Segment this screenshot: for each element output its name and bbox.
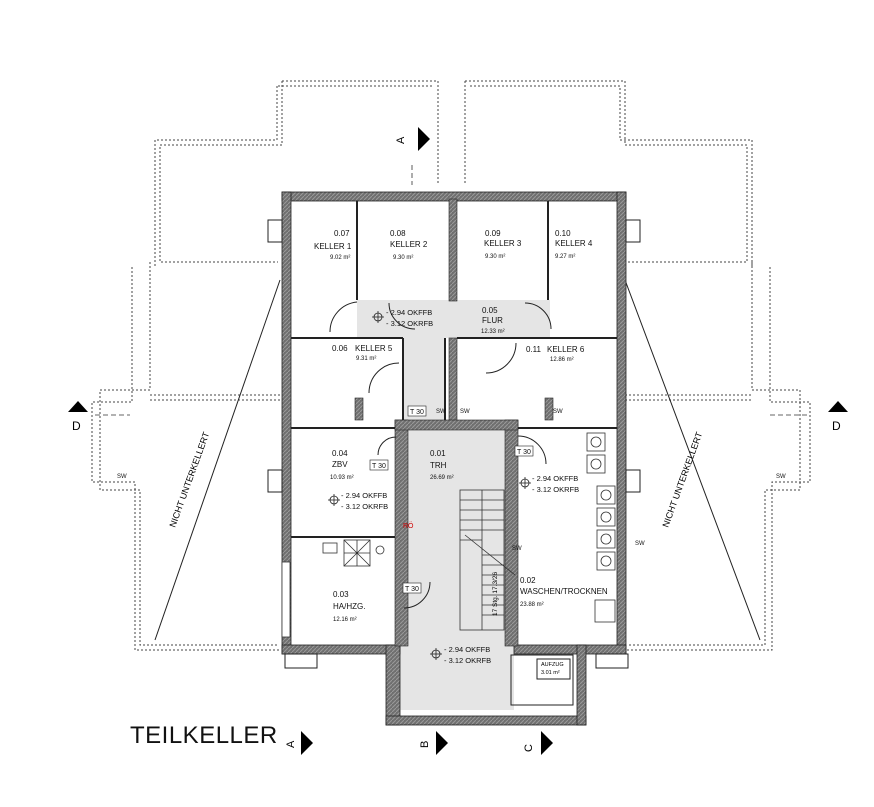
svg-text:HA/HZG.: HA/HZG. [333,602,365,611]
svg-text:0.01: 0.01 [430,449,446,458]
svg-text:SW: SW [635,541,645,547]
svg-text:9.30 m²: 9.30 m² [393,255,413,261]
svg-text:KELLER 6: KELLER 6 [547,345,585,354]
svg-text:T 30: T 30 [372,463,386,470]
svg-text:- 3.12 OKRFB: - 3.12 OKRFB [532,485,579,494]
nicht-unterkellert-right: NICHT UNTERKELLERT [660,430,704,529]
elevator [510,654,574,706]
thin-walls [291,201,617,538]
svg-text:SW: SW [436,409,446,415]
level-texts: - 2.94 OKFFB - 3.12 OKRFB - 2.94 OKFFB - 3… [341,308,579,665]
svg-text:- 2.94 OKFFB: - 2.94 OKFFB [532,474,578,483]
svg-text:KELLER 5: KELLER 5 [355,344,393,353]
svg-text:0.05: 0.05 [482,306,498,315]
section-label-a-bottom: A [285,740,297,748]
svg-text:0.03: 0.03 [333,590,349,599]
stair-label: 17 Stg. 17.3/26 [492,572,499,616]
svg-text:9.02 m²: 9.02 m² [330,255,350,261]
section-label-d-left: D [72,419,81,433]
svg-text:0.04: 0.04 [332,449,348,458]
ro-label: RÖ [403,522,414,530]
stair [459,489,516,631]
section-label-d-right: D [832,419,841,433]
section-d-right-arrow [828,401,848,412]
svg-text:- 2.94 OKFFB: - 2.94 OKFFB [341,491,387,500]
svg-text:12.16 m²: 12.16 m² [333,617,357,623]
dotted-outline [91,80,811,651]
svg-text:ZBV: ZBV [332,460,348,469]
svg-text:SW: SW [776,474,786,480]
svg-text:10.93 m²: 10.93 m² [330,475,354,481]
svg-text:- 2.94 OKFFB: - 2.94 OKFFB [444,645,490,654]
svg-text:0.06: 0.06 [332,344,348,353]
svg-text:T 30: T 30 [405,586,419,593]
svg-text:9.30 m²: 9.30 m² [485,254,505,260]
svg-text:26.69 m²: 26.69 m² [430,475,454,481]
svg-text:KELLER 2: KELLER 2 [390,240,428,249]
sw-tags: SW SW SW SW SW SW SW [117,409,786,552]
diagonal-lines [154,279,761,641]
heating-equipment [281,539,385,638]
svg-text:23.88 m²: 23.88 m² [520,602,544,608]
svg-text:SW: SW [460,409,470,415]
svg-text:WASCHEN/TROCKNEN: WASCHEN/TROCKNEN [520,587,608,596]
svg-text:TRH: TRH [430,461,447,470]
section-d-left-arrow [68,401,88,412]
svg-text:SW: SW [117,474,127,480]
section-a-bottom-arrow [301,731,313,755]
svg-text:- 3.12 OKRFB: - 3.12 OKRFB [444,656,491,665]
svg-text:0.10: 0.10 [555,229,571,238]
section-a-top-arrow [418,127,430,151]
door-tags: T 30 T 30 T 30 T 30 [369,405,534,594]
svg-text:T 30: T 30 [517,449,531,456]
svg-text:0.09: 0.09 [485,229,501,238]
section-markers [68,127,848,755]
section-label-b: B [419,741,431,748]
room-keller-6: 0.11 KELLER 6 12.86 m² [526,345,585,363]
svg-text:- 3.12 OKRFB: - 3.12 OKRFB [386,319,433,328]
room-keller-5: 0.06 KELLER 5 9.31 m² [332,344,393,362]
svg-text:- 2.94 OKFFB: - 2.94 OKFFB [386,308,432,317]
svg-text:- 3.12 OKRFB: - 3.12 OKRFB [341,502,388,511]
washing-machines [586,432,616,623]
nicht-unterkellert-left: NICHT UNTERKELLERT [167,430,211,529]
svg-text:KELLER 4: KELLER 4 [555,239,593,248]
section-label-c: C [523,744,535,752]
section-label-a-top: A [395,136,407,144]
svg-text:0.07: 0.07 [334,229,350,238]
svg-text:12.33 m²: 12.33 m² [481,329,505,335]
svg-text:12.86 m²: 12.86 m² [550,357,574,363]
section-c-arrow [541,731,553,755]
svg-text:FLUR: FLUR [482,316,503,325]
svg-text:9.31 m²: 9.31 m² [356,356,376,362]
window-marks [267,219,641,669]
plan-title: TEILKELLER [130,722,278,749]
svg-text:0.11: 0.11 [526,345,542,354]
level-markers [328,311,531,660]
elevator-area: 3.01 m² [541,670,560,676]
svg-text:0.02: 0.02 [520,576,536,585]
section-lines [95,165,810,416]
svg-text:SW: SW [512,546,522,552]
elevator-label: AUFZUG [541,662,564,668]
section-b-arrow [436,731,448,755]
svg-text:0.08: 0.08 [390,229,406,238]
svg-text:9.27 m²: 9.27 m² [555,254,575,260]
svg-text:KELLER 1: KELLER 1 [314,242,352,251]
doors [329,301,552,609]
svg-text:SW: SW [553,409,563,415]
svg-text:KELLER 3: KELLER 3 [484,239,522,248]
svg-text:T 30: T 30 [410,409,424,416]
